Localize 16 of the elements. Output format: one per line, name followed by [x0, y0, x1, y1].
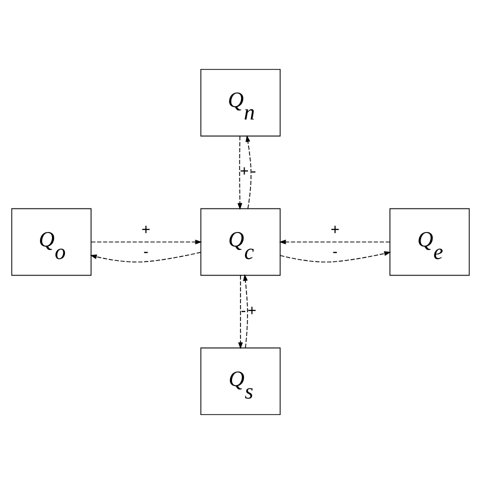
edge-label: -	[251, 162, 256, 180]
arrow	[243, 274, 248, 348]
arrow	[280, 250, 391, 262]
arrow	[279, 239, 390, 244]
arrow	[90, 251, 202, 262]
arrow	[246, 134, 252, 208]
arrow	[90, 239, 202, 244]
edge-label: +	[247, 302, 256, 319]
edge-label: +	[330, 221, 340, 238]
edge-label: +	[240, 162, 249, 180]
edge-label: -	[240, 302, 246, 319]
edge-label: +	[142, 221, 150, 238]
arrow	[238, 135, 242, 210]
arrow	[238, 274, 243, 349]
edge-label: -	[143, 243, 148, 260]
edge-label: -	[332, 243, 338, 260]
